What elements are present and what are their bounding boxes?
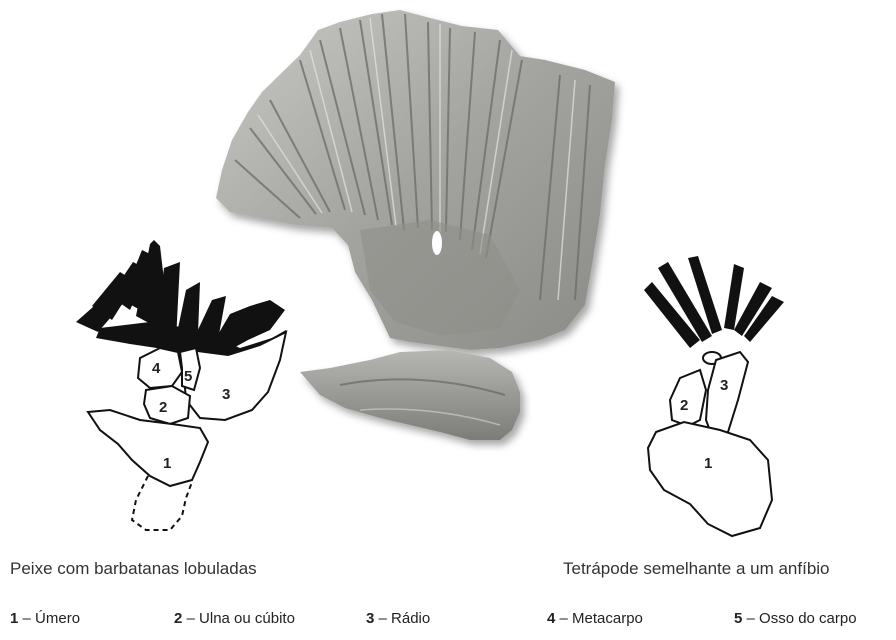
fish-label-4: 4 <box>152 360 161 377</box>
legend-name-4: Metacarpo <box>572 610 643 627</box>
legend-item-1: 1 – Úmero <box>10 610 80 627</box>
fish-fin-diagram: 4 5 2 3 1 <box>76 240 286 530</box>
legend-sep-5: – <box>742 610 759 627</box>
fish-bone-1-dashed <box>132 476 192 530</box>
fossil-photo <box>216 10 615 440</box>
fish-bone-1 <box>88 410 208 486</box>
legend-sep-3: – <box>374 610 391 627</box>
tetrapod-label-1: 1 <box>704 455 712 472</box>
legend-name-1: Úmero <box>35 610 80 627</box>
legend-item-5: 5 – Osso do carpo <box>734 610 857 627</box>
legend-sep-4: – <box>555 610 572 627</box>
tetrapod-caption: Tetrápode semelhante a um anfíbio <box>563 559 830 579</box>
fish-label-3: 3 <box>222 386 230 403</box>
tetrapod-label-2: 2 <box>680 397 688 414</box>
legend-item-3: 3 – Rádio <box>366 610 430 627</box>
fish-label-5: 5 <box>184 368 192 385</box>
legend-sep-1: – <box>18 610 35 627</box>
fish-label-2: 2 <box>159 399 167 416</box>
fossil-humerus <box>300 350 520 440</box>
fish-label-1: 1 <box>163 455 171 472</box>
legend-item-2: 2 – Ulna ou cúbito <box>174 610 295 627</box>
fish-caption: Peixe com barbatanas lobuladas <box>10 559 257 579</box>
tetrapod-bone-1 <box>648 422 772 536</box>
tetrapod-bones <box>648 352 772 536</box>
legend-name-5: Osso do carpo <box>759 610 857 627</box>
fish-bones <box>88 332 286 486</box>
legend-item-4: 4 – Metacarpo <box>547 610 643 627</box>
fossil-hole <box>432 231 442 255</box>
tetrapod-label-3: 3 <box>720 377 728 394</box>
tetrapod-limb-diagram: 2 3 1 <box>644 256 784 536</box>
tetrapod-digits <box>644 256 784 348</box>
legend-sep-2: – <box>182 610 199 627</box>
fish-fin-rays <box>76 240 286 358</box>
legend-name-2: Ulna ou cúbito <box>199 610 295 627</box>
legend-name-3: Rádio <box>391 610 430 627</box>
